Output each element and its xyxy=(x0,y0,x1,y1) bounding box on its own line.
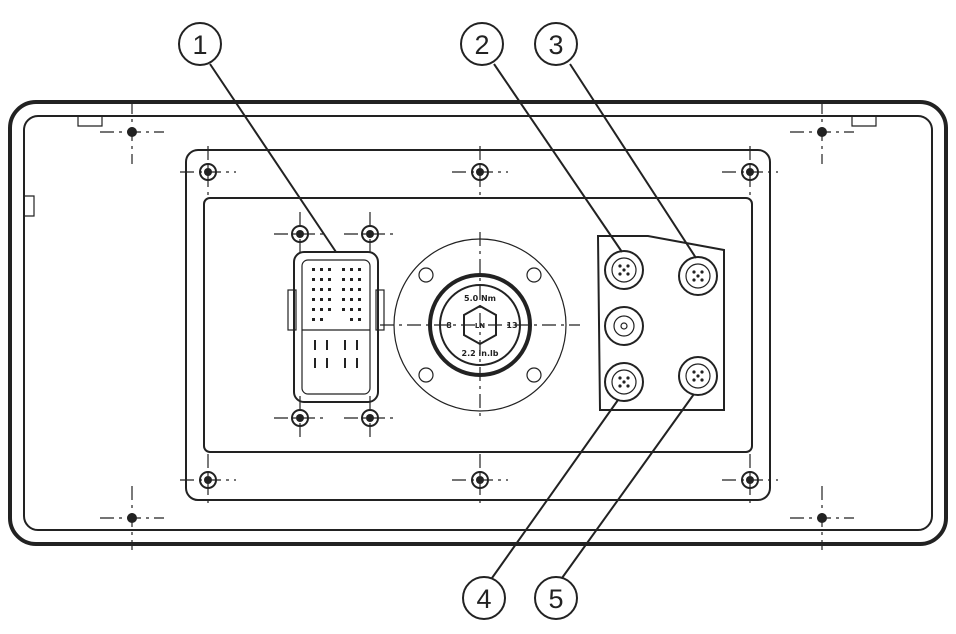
port-5 xyxy=(678,356,718,396)
callout-5: 5 xyxy=(534,576,578,620)
housing-notch-left xyxy=(77,116,103,127)
housing-inner xyxy=(23,115,933,531)
callout-2: 2 xyxy=(460,22,504,66)
port-2 xyxy=(604,250,644,290)
mounting-plate-recess xyxy=(203,197,753,453)
callout-1-label: 1 xyxy=(192,30,207,60)
mounting-plate xyxy=(185,149,771,501)
port-3 xyxy=(678,256,718,296)
connector-screw-bottom-left xyxy=(274,396,326,440)
plate-screw-bottom-right xyxy=(722,454,778,506)
housing-mount-bottom-left xyxy=(100,486,164,550)
multipin-connector xyxy=(287,251,385,403)
leader-line-3 xyxy=(569,63,697,259)
hub-center-label: LN xyxy=(475,322,485,330)
plate-screw-top-left xyxy=(180,146,236,198)
connector-pin-grid xyxy=(312,268,361,368)
leader-line-1 xyxy=(209,63,337,253)
callout-3-label: 3 xyxy=(548,30,563,60)
housing-mount-top-right xyxy=(790,100,854,164)
housing-notch-right xyxy=(851,116,877,127)
plate-screw-top-center xyxy=(452,146,508,198)
callout-5-label: 5 xyxy=(548,584,563,614)
plate-screw-bottom-left xyxy=(180,454,236,506)
central-hub: LN 5.0 Nm 2.2 in.lb 8 13 xyxy=(380,232,580,420)
hub-label-left: 8 xyxy=(446,321,452,330)
housing-side-tab xyxy=(24,195,35,217)
connector-screw-top-left xyxy=(274,212,326,256)
callout-1: 1 xyxy=(178,22,222,66)
callout-3: 3 xyxy=(534,22,578,66)
leader-line-4 xyxy=(491,399,619,579)
plate-screw-bottom-center xyxy=(452,454,508,506)
connector-screw-top-right xyxy=(344,212,396,256)
port-4 xyxy=(604,362,644,402)
connector-screw-bottom-right xyxy=(344,396,396,440)
housing-mount-bottom-right xyxy=(790,486,854,550)
callout-2-label: 2 xyxy=(474,30,489,60)
port-block-outline xyxy=(596,235,725,411)
plate-screw-top-right xyxy=(722,146,778,198)
hub-torque-bottom: 2.2 in.lb xyxy=(462,349,499,358)
leader-line-2 xyxy=(493,63,623,253)
hub-torque-top: 5.0 Nm xyxy=(464,294,496,303)
callout-4-label: 4 xyxy=(476,584,491,614)
leader-line-5 xyxy=(561,393,695,579)
housing-outer xyxy=(8,100,948,546)
callout-4: 4 xyxy=(462,576,506,620)
coax-port xyxy=(604,306,644,346)
hub-label-right: 13 xyxy=(506,321,517,330)
housing-mount-top-left xyxy=(100,100,164,164)
